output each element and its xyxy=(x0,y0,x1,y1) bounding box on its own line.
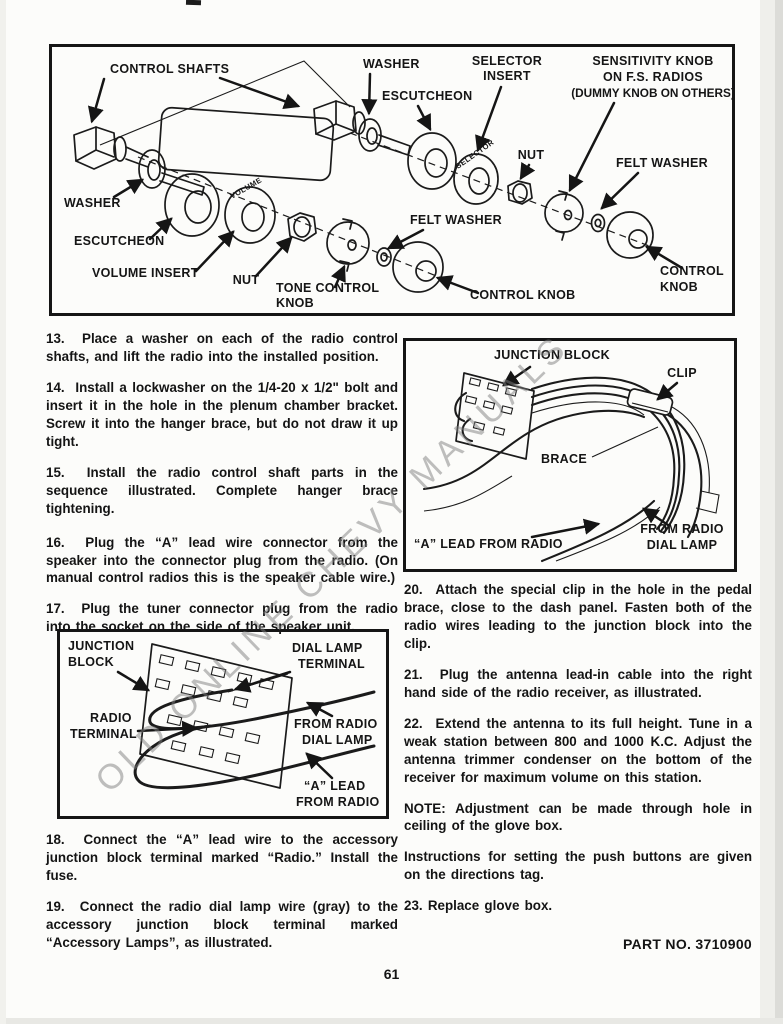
label-nut-left: NUT xyxy=(233,273,260,287)
scan-edge-left xyxy=(0,0,6,1024)
instruction-step-23: 23. Replace glove box. xyxy=(404,898,553,914)
label-a-lead-1: “A” LEAD xyxy=(304,779,365,793)
scan-edge-bottom xyxy=(0,1018,783,1024)
scan-edge-right xyxy=(775,0,783,1024)
brace-leader-line xyxy=(591,426,659,458)
radio-faceplate-outline xyxy=(99,60,351,182)
label-nut-right: NUT xyxy=(518,148,545,162)
instructions-left-top: 13. Place a washer on each of the radio … xyxy=(46,330,398,649)
label-control-knob-right-1: CONTROL xyxy=(660,264,724,278)
left-shaft-parts xyxy=(73,126,444,293)
page-number: 61 xyxy=(383,966,400,982)
terminal-wiring-art: JUNCTION BLOCK DIAL LAMP TERMINAL RADIO … xyxy=(68,639,380,809)
label-junction-1: JUNCTION xyxy=(68,639,134,653)
instruction-step-14: 14. Install a lockwasher on the 1/4-20 x… xyxy=(46,379,398,449)
label-selector-insert-2: INSERT xyxy=(483,69,531,83)
label-junction-block: JUNCTION BLOCK xyxy=(494,348,610,362)
label-washer-top: WASHER xyxy=(363,57,420,71)
label-selector-insert-1: SELECTOR xyxy=(472,54,542,68)
label-radio-terminal-1: RADIO xyxy=(90,711,132,725)
instruction-step-20: 20. Attach the special clip in the hole … xyxy=(404,582,752,651)
instruction-step-13: 13. Place a washer on each of the radio … xyxy=(46,331,398,364)
instructions-left-bottom: 18. Connect the “A” lead wire to the acc… xyxy=(46,831,398,965)
exploded-parts-figure: VOLUME SELECTOR xyxy=(49,44,735,316)
label-brace: BRACE xyxy=(541,452,587,466)
label-junction-2: BLOCK xyxy=(68,655,114,669)
instruction-step-15: 15. Install the radio control shaft part… xyxy=(46,464,398,516)
clip-figure-arrows xyxy=(501,365,679,539)
label-tone-control-2: KNOB xyxy=(276,296,314,310)
label-felt-washer-right: FELT WASHER xyxy=(616,156,708,170)
label-dial-lamp-terminal-1: DIAL LAMP xyxy=(292,641,363,655)
scan-artifact-mark xyxy=(185,0,202,6)
label-tone-control-1: TONE CONTROL xyxy=(276,281,379,295)
clip-wiring-figure: JUNCTION BLOCK CLIP BRACE “A” LEAD FROM … xyxy=(403,338,737,572)
label-from-radio-1: FROM RADIO xyxy=(640,522,724,536)
instruction-step-19: 19. Connect the radio dial lamp wire (gr… xyxy=(46,898,398,950)
label-sensitivity-1: SENSITIVITY KNOB xyxy=(592,54,713,68)
label-washer-left: WASHER xyxy=(64,196,121,210)
label-a-lead-from-radio: “A” LEAD FROM RADIO xyxy=(414,537,563,551)
label-clip: CLIP xyxy=(667,366,697,380)
dash-panel-outline xyxy=(422,404,720,539)
label-a-lead-2: FROM RADIO xyxy=(296,795,380,809)
instruction-note: NOTE: Adjustment can be made through hol… xyxy=(404,800,752,834)
label-volume-insert: VOLUME INSERT xyxy=(92,266,199,280)
label-control-knob-center: CONTROL KNOB xyxy=(470,288,575,302)
left-axis-dashed-line xyxy=(137,156,445,280)
instruction-step-22: 22. Extend the antenna to its full heigh… xyxy=(404,715,752,785)
label-escutcheon-left: ESCUTCHEON xyxy=(74,234,165,248)
clip-wiring-art: JUNCTION BLOCK CLIP BRACE “A” LEAD FROM … xyxy=(414,348,724,563)
instruction-step-18: 18. Connect the “A” lead wire to the acc… xyxy=(46,832,398,883)
instruction-step-16: 16. Plug the “A” lead wire connector fro… xyxy=(46,534,398,586)
instruction-step-21: 21. Plug the antenna lead-in cable into … xyxy=(404,666,752,700)
radio-wires xyxy=(530,376,686,563)
label-dial-lamp-terminal-2: TERMINAL xyxy=(298,657,365,671)
exploded-parts-art: VOLUME SELECTOR xyxy=(64,54,732,310)
selector-disk-marking: SELECTOR xyxy=(454,138,496,171)
push-button-note: Instructions for setting the push button… xyxy=(404,849,752,883)
label-control-knob-right-2: KNOB xyxy=(660,280,698,294)
label-from-radio-2: DIAL LAMP xyxy=(647,538,718,552)
terminal-wiring-figure: JUNCTION BLOCK DIAL LAMP TERMINAL RADIO … xyxy=(57,629,389,819)
label-from-radio-dial-lamp-1: FROM RADIO xyxy=(294,717,378,731)
label-sensitivity-3: (DUMMY KNOB ON OTHERS) xyxy=(571,86,732,100)
part-number: PART NO. 3710900 xyxy=(622,936,752,953)
label-from-radio-dial-lamp-2: DIAL LAMP xyxy=(302,733,373,747)
right-shaft-parts xyxy=(313,100,654,259)
leader-arrows xyxy=(87,72,684,295)
label-felt-washer-mid: FELT WASHER xyxy=(410,213,502,227)
label-sensitivity-2: ON F.S. RADIOS xyxy=(603,70,703,84)
label-escutcheon-top: ESCUTCHEON xyxy=(382,89,473,103)
instructions-right: 20. Attach the special clip in the hole … xyxy=(404,581,752,954)
junction-block-art xyxy=(454,372,535,460)
label-radio-terminal-2: TERMINAL xyxy=(70,727,137,741)
clip-art xyxy=(626,388,674,416)
label-control-shafts: CONTROL SHAFTS xyxy=(110,62,229,76)
terminal-figure-arrows xyxy=(116,670,334,780)
scan-edge-right-light xyxy=(760,0,775,1024)
